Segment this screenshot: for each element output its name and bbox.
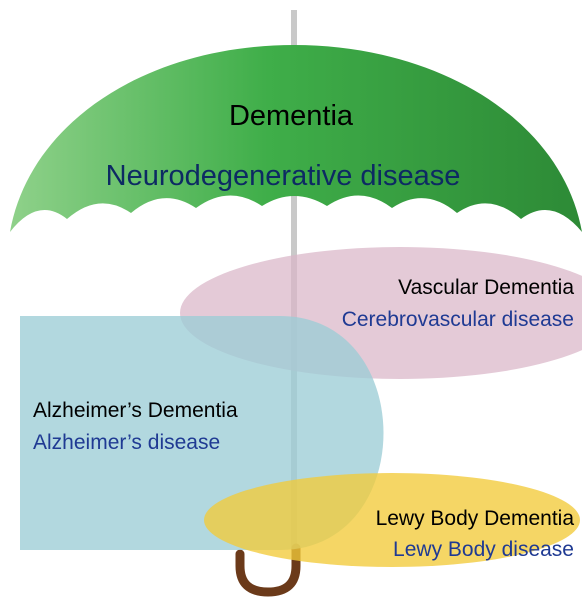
- umbrella-title: Dementia: [0, 100, 582, 133]
- umbrella-subtitle: Neurodegenerative disease: [0, 160, 574, 193]
- alzheimers-dementia-label: Alzheimer’s Dementia: [33, 399, 238, 423]
- vascular-disease-label: Cerebrovascular disease: [342, 308, 574, 332]
- lewy-body-dementia-label: Lewy Body Dementia: [376, 507, 574, 531]
- alzheimers-disease-label: Alzheimer’s disease: [33, 431, 220, 455]
- vascular-dementia-label: Vascular Dementia: [398, 276, 574, 300]
- lewy-body-disease-label: Lewy Body disease: [393, 538, 574, 562]
